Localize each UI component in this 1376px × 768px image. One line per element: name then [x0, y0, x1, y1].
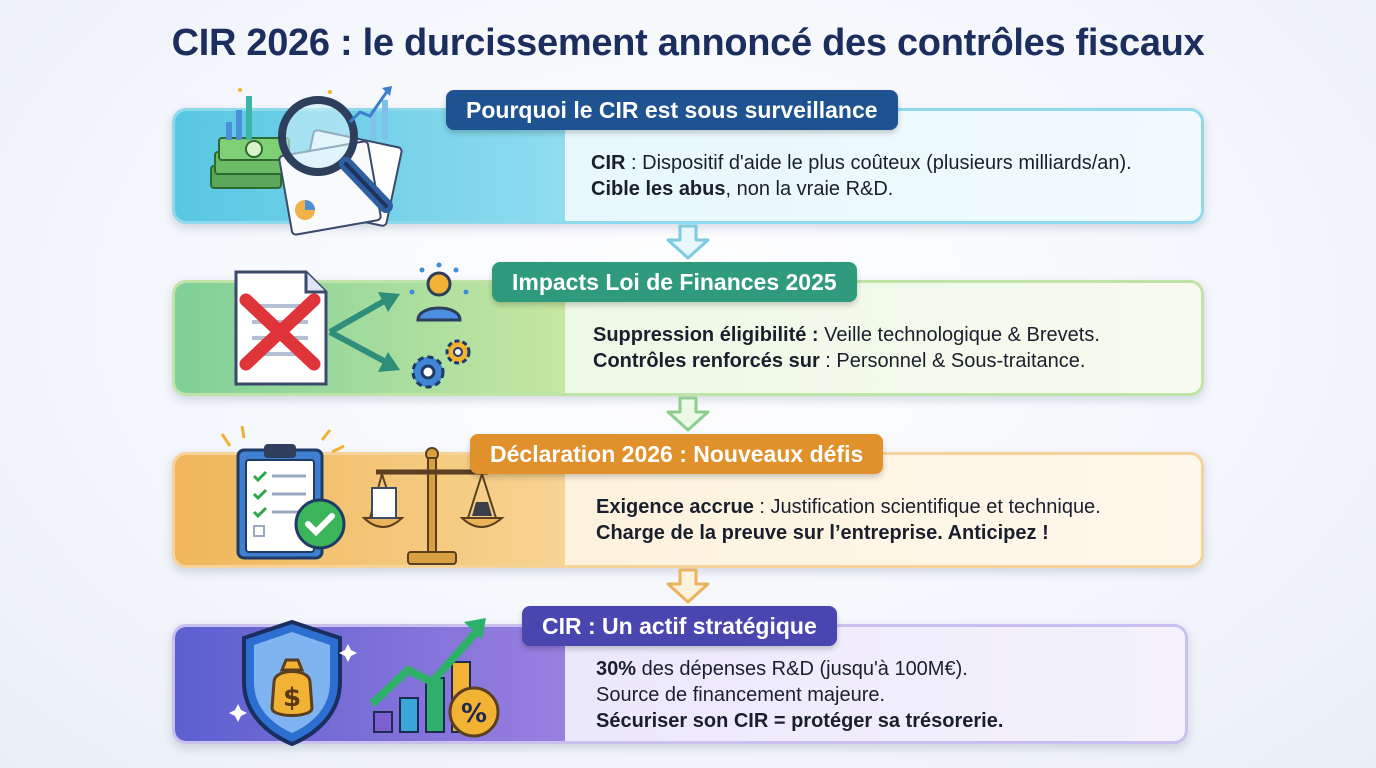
down-arrow-icon — [666, 224, 710, 260]
down-arrow-icon — [666, 568, 710, 604]
section-line: Cible les abus, non la vraie R&D. — [591, 178, 894, 200]
shield-money-icon: $ — [229, 619, 357, 747]
page-title: CIR 2026 : le durcissement annoncé des c… — [171, 22, 1205, 64]
down-arrow-icon — [666, 396, 710, 432]
section-line: Contrôles renforcés sur : Personnel & So… — [593, 350, 1086, 372]
gears-icon — [411, 339, 471, 389]
svg-text:%: % — [461, 699, 487, 729]
section-badge: CIR : Un actif stratégique — [522, 606, 837, 646]
checklist-icon — [220, 426, 346, 560]
section-line: Suppression éligibilité : Veille technol… — [593, 324, 1100, 346]
growth-chart-icon — [226, 86, 392, 140]
magnifier-icon — [278, 96, 393, 213]
scales-icon — [362, 447, 505, 565]
branch-arrows-icon — [328, 292, 400, 372]
percent-icon: % — [448, 686, 500, 738]
section-line: Charge de la preuve sur l’entreprise. An… — [596, 522, 1049, 544]
section-badge: Déclaration 2026 : Nouveaux défis — [470, 434, 884, 474]
section-badge: Pourquoi le CIR est sous surveillance — [446, 90, 898, 130]
rejected-document-icon — [234, 270, 328, 386]
section-line: CIR : Dispositif d'aide le plus coûteux … — [591, 152, 1132, 174]
section-line: Source de financement majeure. — [596, 684, 886, 706]
section-line: Exigence accrue : Justification scientif… — [596, 496, 1101, 518]
section-badge: Impacts Loi de Finances 2025 — [492, 262, 857, 302]
svg-text:$: $ — [283, 683, 301, 713]
person-icon — [409, 262, 469, 322]
section-line: Sécuriser son CIR = protéger sa trésorer… — [596, 710, 1004, 732]
section-line: 30% des dépenses R&D (jusqu'à 100M€). — [596, 658, 968, 680]
